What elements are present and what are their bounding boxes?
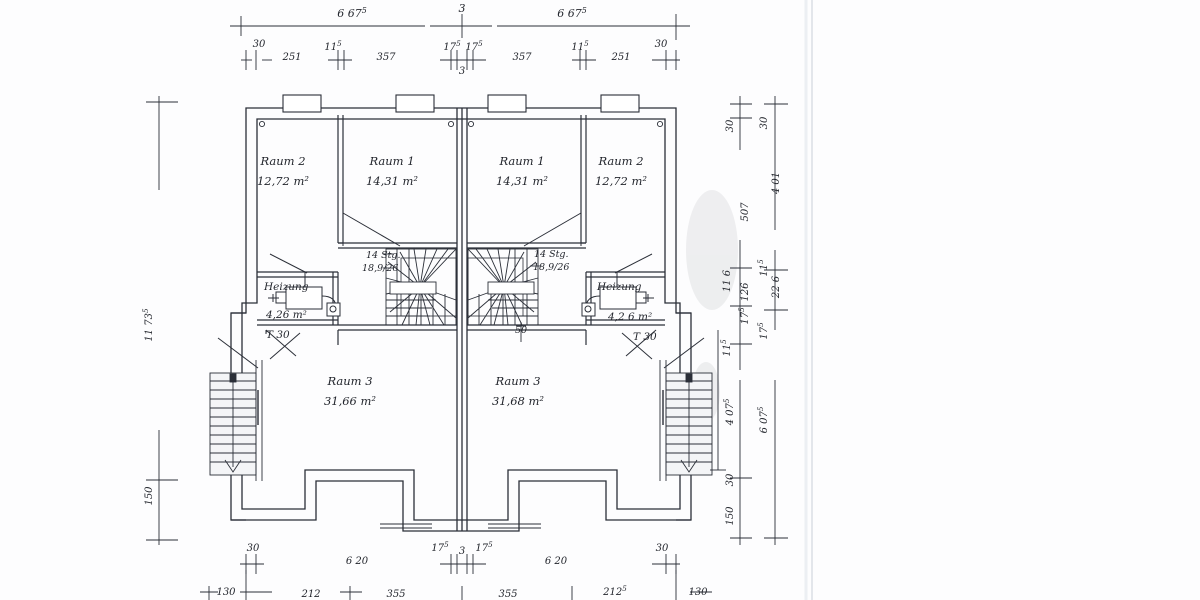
dimension-text: 30 (253, 39, 266, 50)
dimension-text: 115 (571, 39, 589, 53)
room-area-raum1-left: 14,31 m² (366, 174, 418, 188)
room-area-raum2-right: 12,72 m² (595, 174, 647, 188)
corner-marks (258, 120, 664, 128)
room-name-raum3-right: Raum 3 (494, 374, 540, 388)
heizung-area-left: 4,26 m² (265, 309, 307, 321)
dimension-text: 357 (512, 52, 532, 63)
dimension-text: 251 (610, 52, 630, 63)
dim-text-left: 11 735 150 (141, 308, 155, 506)
stair-right (467, 248, 539, 326)
dimension-text: 115 (324, 39, 342, 53)
dimension-text: 3 (459, 546, 465, 557)
party-wall (456, 108, 468, 531)
stair-note-leaders (383, 253, 541, 342)
stair-left (385, 248, 457, 326)
dimension-text: 357 (376, 52, 396, 63)
dimension-text: 126 (740, 282, 751, 302)
dimension-text: 150 (725, 506, 736, 526)
dimension-text: 175 (475, 540, 493, 554)
dimension-text: 175 (431, 540, 449, 554)
dimension-text: 30 (725, 473, 736, 486)
dimension-text: 6 075 (756, 406, 770, 433)
dimension-text: 251 (281, 52, 301, 63)
dimension-text: 3 (459, 66, 465, 77)
t30-label-right: T 30 (633, 331, 657, 343)
room-name-raum3-left: Raum 3 (326, 374, 372, 388)
room-labels: Raum 2 12,72 m² Raum 1 14,31 m² Raum 1 1… (257, 154, 647, 408)
dimension-text: 115 (719, 339, 733, 357)
exterior-stair-left (209, 360, 263, 481)
dimension-lines-left (146, 96, 178, 545)
dimension-text: 22 6 (771, 275, 782, 299)
t30-door-swings (265, 329, 657, 360)
dimension-text: 130 (216, 587, 236, 598)
dimension-lines-top (230, 14, 690, 70)
dimension-lines-right (710, 96, 788, 545)
room-name-raum2-left: Raum 2 (259, 154, 305, 168)
dimension-text: 30 (656, 543, 669, 554)
top-window-openings (282, 94, 640, 113)
stair-count-right: 14 Stg. (534, 249, 569, 260)
room-name-raum2-right: Raum 2 (597, 154, 643, 168)
heizung-label-right: Heizung (596, 281, 642, 293)
bottom-window-openings (380, 523, 541, 529)
dimension-text: 175 (737, 307, 751, 325)
room-area-raum2-left: 12,72 m² (257, 174, 309, 188)
dimension-lines-bottom (200, 554, 712, 600)
dimension-text: 11 735 (141, 308, 155, 342)
room-name-raum1-right: Raum 1 (498, 154, 544, 168)
dimension-text: 6 20 (346, 556, 369, 567)
dimension-text: 175 (465, 39, 483, 53)
dim-text-top-inner: 30 251 115 357 175 175 3 357 115 251 30 (253, 39, 668, 77)
dimension-text: 2125 (602, 584, 627, 598)
dimension-text: 30 (247, 543, 260, 554)
heating-labels: Heizung 4,26 m² T 30 Heizung 4,2 6 m² T … (263, 281, 657, 343)
t30-label-left: T 30 (266, 329, 290, 341)
scan-fold-line (804, 0, 813, 600)
dimension-text: 507 (740, 202, 751, 222)
dim-text-bottom-outer: 130 212 355 355 2125 130 (216, 584, 708, 600)
dim-text-bottom-inner: 30 6 20 175 3 175 6 20 30 (247, 540, 669, 567)
dimension-text: 11 6 (722, 269, 733, 292)
room-area-raum1-right: 14,31 m² (496, 174, 548, 188)
dimension-text: 212 (300, 589, 320, 600)
dim-text-top-outer: 6 675 3 6 675 (337, 2, 587, 20)
dimension-text: 30 (759, 116, 770, 129)
heizung-label-left: Heizung (263, 281, 309, 293)
dimension-text: 115 (756, 259, 770, 277)
stair-riserun-left: 18,9/26 (362, 263, 398, 274)
stair-count-left: 14 Stg. (366, 250, 401, 261)
dimension-text: 6 675 (337, 6, 367, 20)
heating-equipment-right (581, 286, 654, 317)
dimension-text: 3 (459, 2, 466, 15)
stair-riserun-right: 18,9/26 (533, 262, 569, 273)
dimension-text: 4 075 (722, 398, 736, 426)
dimension-text: 30 (655, 39, 668, 50)
heizung-area-right: 4,2 6 m² (607, 311, 652, 323)
heating-equipment-left (268, 286, 341, 317)
dimension-text: 4 01 (771, 172, 782, 195)
dimension-text: 30 (725, 119, 736, 132)
dimension-text: 130 (688, 587, 708, 598)
dimension-text: 355 (386, 589, 405, 600)
dimension-text: 175 (756, 322, 770, 340)
dimension-text: 175 (443, 39, 461, 53)
room-area-raum3-right: 31,68 m² (492, 394, 544, 408)
dimension-text: 355 (498, 589, 517, 600)
room-name-raum1-left: Raum 1 (368, 154, 414, 168)
dimension-text: 150 (144, 486, 155, 506)
stair-entry-swings (217, 337, 705, 369)
exterior-stair-right (659, 360, 713, 481)
room-area-raum3-left: 31,66 m² (324, 394, 376, 408)
dimension-text: 6 20 (545, 556, 568, 567)
dimension-text: 6 675 (557, 6, 587, 20)
